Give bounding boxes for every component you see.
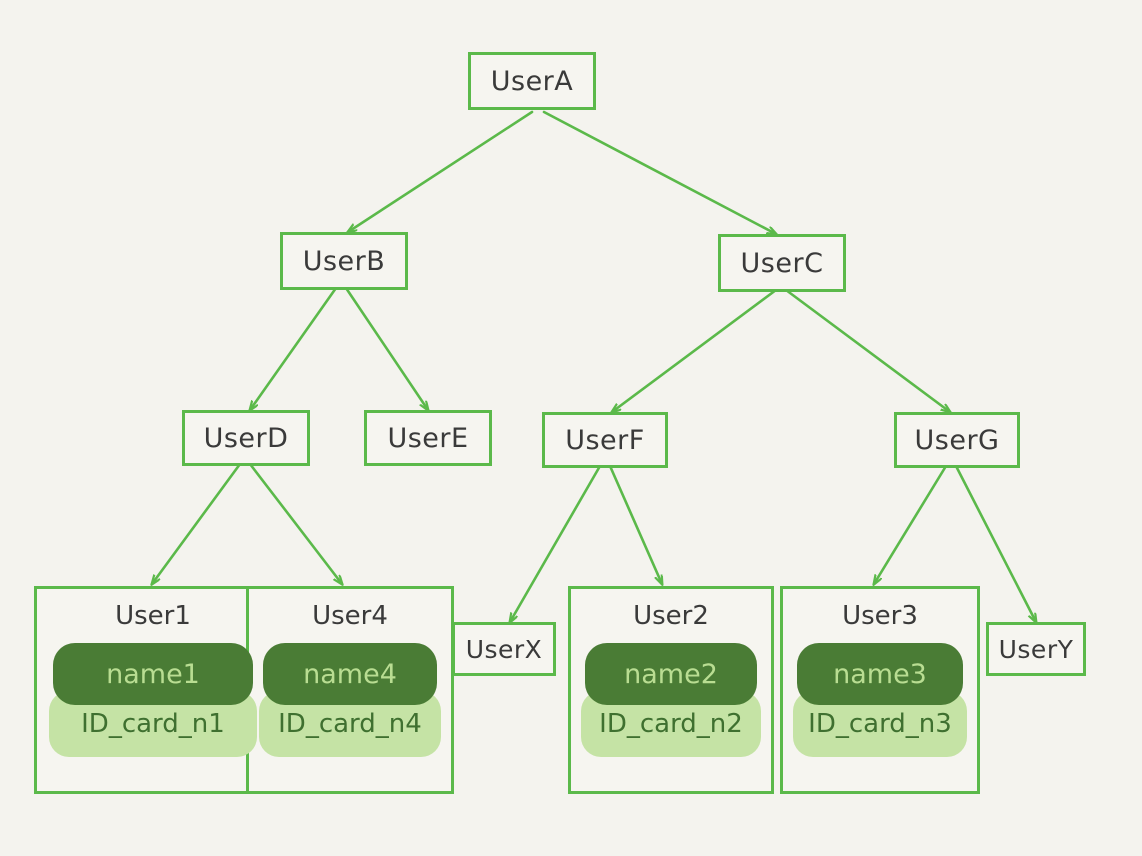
card-user3-name-pill: name3 [796,643,964,705]
node-userx-label: UserX [465,634,543,664]
edge-userb-usere [344,286,428,410]
edge-usera-userb [348,110,534,232]
node-userc[interactable]: UserC [718,234,846,292]
node-userd[interactable]: UserD [182,410,310,466]
card-user1-title: User1 [115,601,191,631]
node-usery-label: UserY [998,634,1074,664]
node-userb[interactable]: UserB [280,232,408,290]
card-user1[interactable]: User1 name1 ID_card_n1 [34,586,272,794]
node-usera[interactable]: UserA [468,52,596,110]
card-user1-pills: name1 ID_card_n1 [37,639,269,791]
node-userc-label: UserC [740,247,824,279]
card-user4-title: User4 [312,601,388,631]
card-user4[interactable]: User4 name4 ID_card_n4 [246,586,454,794]
node-userb-label: UserB [302,245,386,277]
node-userd-label: UserD [203,422,289,454]
node-usere[interactable]: UserE [364,410,492,466]
card-user3[interactable]: User3 name3 ID_card_n3 [780,586,980,794]
edge-userc-userg [784,288,950,412]
node-userf-label: UserF [565,424,645,456]
node-userx[interactable]: UserX [452,622,556,676]
card-user3-title: User3 [842,601,918,631]
card-user3-pills: name3 ID_card_n3 [783,639,977,791]
card-user2[interactable]: User2 name2 ID_card_n2 [568,586,774,794]
edge-userb-userd [250,286,338,410]
edge-usera-userc [542,110,776,234]
card-user2-name-pill: name2 [585,643,757,705]
card-user4-pills: name4 ID_card_n4 [249,639,451,791]
edge-userd-user4 [248,462,342,584]
edge-userf-user2 [608,464,662,584]
card-user2-pills: name2 ID_card_n2 [571,639,771,791]
card-user2-title: User2 [633,601,709,631]
node-userf[interactable]: UserF [542,412,668,468]
node-userg-label: UserG [914,424,1000,456]
node-userg[interactable]: UserG [894,412,1020,468]
edge-userg-user3 [874,464,948,584]
card-user4-name-pill: name4 [263,643,437,705]
node-usery[interactable]: UserY [986,622,1086,676]
edge-userc-userf [612,288,778,412]
node-usere-label: UserE [387,422,469,454]
card-user1-name-pill: name1 [53,643,253,705]
node-usera-label: UserA [490,65,574,97]
edge-userd-user1 [152,462,242,584]
